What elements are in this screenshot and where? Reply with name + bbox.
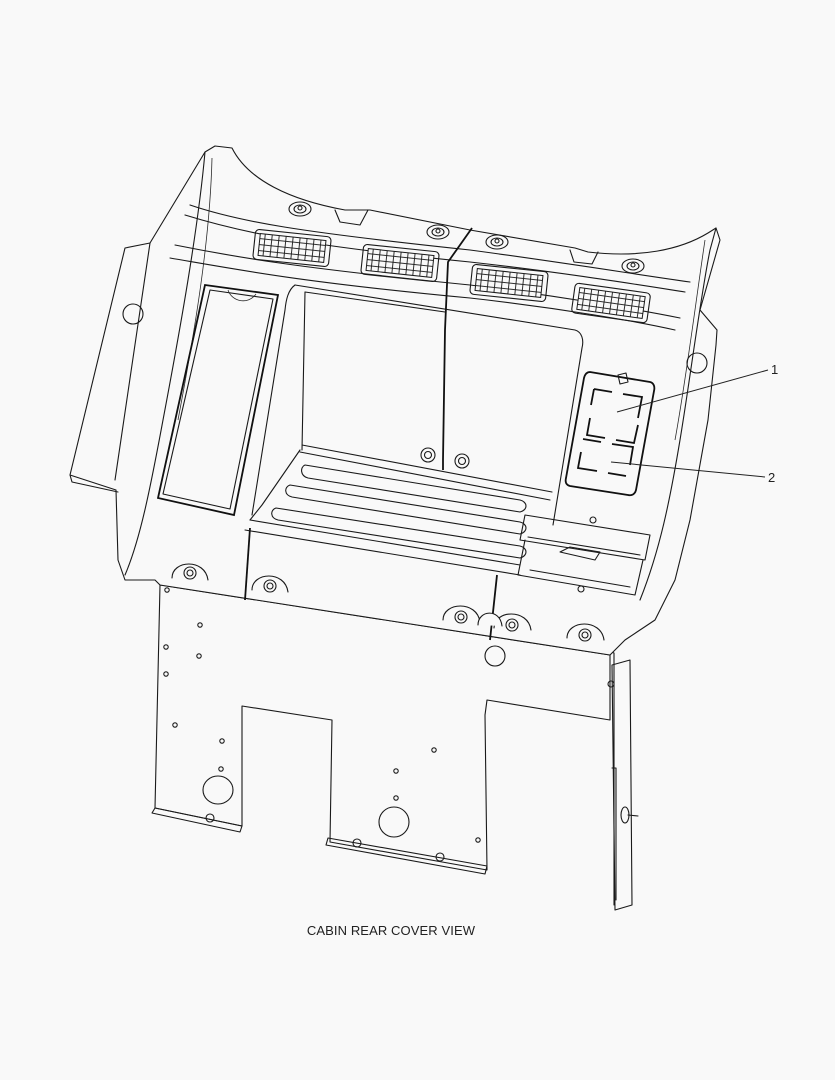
- leader-line-1: [616, 369, 769, 413]
- vent-grille-icon: [469, 263, 549, 303]
- grommet-icon: [454, 453, 470, 469]
- vent-grille-icon: [571, 282, 651, 324]
- mounting-brackets: [171, 563, 605, 642]
- left-storage-recess: [156, 283, 280, 517]
- grommet-icon: [288, 201, 312, 217]
- center-storage-compartment: [244, 284, 584, 576]
- drawing-caption: CABIN REAR COVER VIEW: [306, 923, 476, 938]
- cover-body: [69, 145, 721, 656]
- grommet-icon: [621, 258, 645, 274]
- callout-leaders: [610, 369, 769, 478]
- bracket-icon: [566, 623, 605, 642]
- bracket-icon: [442, 605, 481, 624]
- bracket-icon: [171, 563, 209, 581]
- fuse-cover-panel: [564, 371, 656, 497]
- callout-label-1: 1: [771, 362, 779, 377]
- grommet-icon: [485, 234, 509, 250]
- bracket-icon: [477, 612, 503, 627]
- right-tray-slot: [517, 514, 651, 596]
- mounting-grommets: [288, 201, 645, 274]
- grommet-icon: [426, 224, 450, 240]
- bracket-icon: [251, 575, 289, 593]
- bolt-icon: [205, 813, 445, 862]
- air-vent-grilles: [252, 228, 651, 324]
- leader-line-2: [610, 461, 766, 478]
- grommet-icon: [420, 447, 436, 463]
- lower-mounting-plate: [151, 584, 611, 875]
- vent-grille-icon: [252, 228, 332, 268]
- callout-label-2: 2: [768, 470, 776, 485]
- vent-grille-icon: [360, 243, 440, 283]
- right-side-bracket: [605, 649, 639, 911]
